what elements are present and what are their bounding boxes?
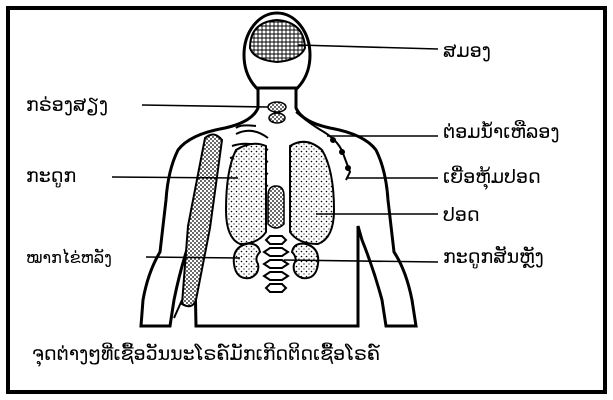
label-larynx: ກຣ່ອງສຽງ [26,96,108,115]
label-lymph-vessel: ຕ່ອມນ້ຳເຫືລອງ [443,123,560,142]
label-bone: ກະດູກ [26,167,76,186]
label-pleura: ເຍື່ອຫຸ້ມປອດ [443,168,541,187]
caption: ຈຸດຕ່າງໆທີ່ເຊື້ອວັນນະໂຣຄ໌ມັກເກີດຕິດເຊື້ອ… [32,343,380,365]
heart-icon [268,186,284,228]
brain-icon [250,20,305,62]
label-lung: ປອດ [443,206,480,225]
label-brain: ສມອງ [443,42,491,61]
left-kidney-icon [234,244,260,279]
left-lung-icon [226,144,266,244]
label-kidney: ໝາກໄຂ່ຫລັງ [26,250,112,266]
label-spine: ກະດູກສັນຫຼັງ [443,248,544,267]
